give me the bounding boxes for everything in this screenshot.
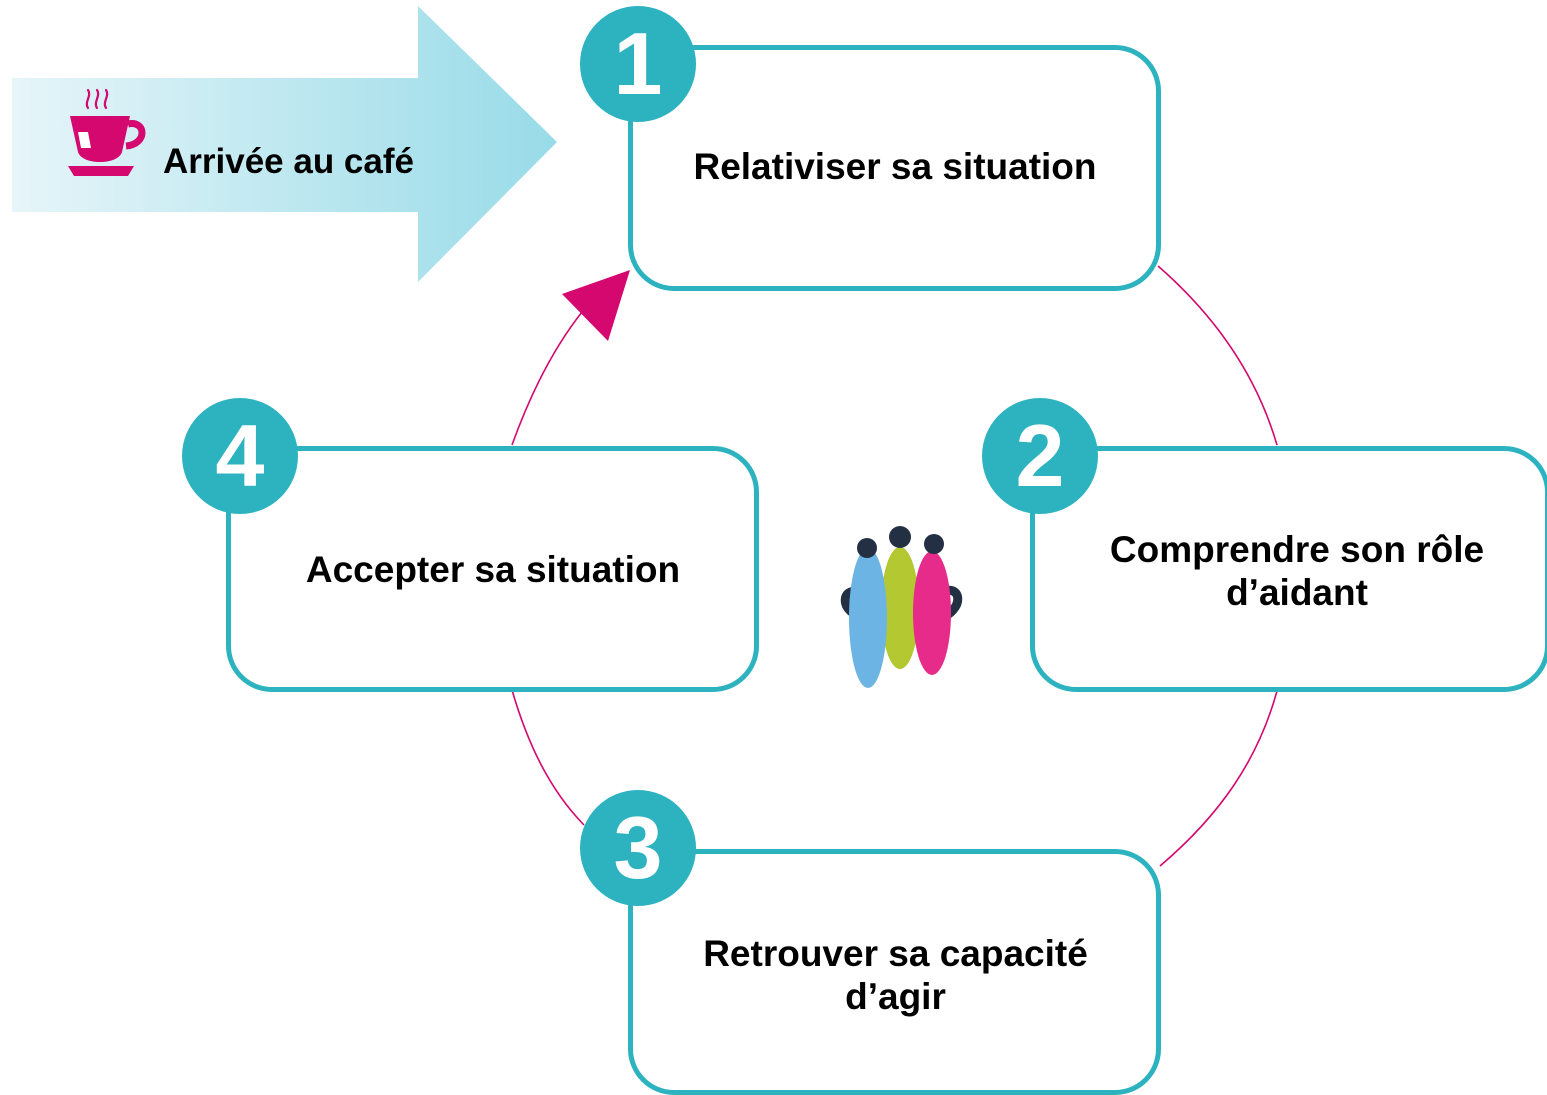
cycle-connector-2-3 [1159,690,1278,867]
step-2-box [1030,446,1547,692]
people-group-logo-icon [840,526,963,688]
step-2-number-badge: 2 [982,398,1098,514]
step-3-label: Retrouver sa capacité d’agir [703,933,1088,1017]
coffee-cup-icon [68,88,146,176]
arrival-arrow [12,6,557,282]
cycle-connector-3-4 [511,689,585,826]
step-4-label: Accepter sa situation [305,548,681,590]
step-1-number-badge: 1 [580,6,696,122]
step-4-number-badge: 4 [182,398,298,514]
step-3-number-badge: 3 [580,790,696,906]
cycle-arrowhead [562,270,630,341]
cycle-connector-4-1 [511,311,583,446]
arrival-label: Arrivée au café [163,142,414,181]
step-3-box [628,849,1161,1095]
step-2-label: Comprendre son rôle d’aidant [1109,529,1485,613]
cycle-connector-1-2 [1157,265,1278,446]
step-1-box [628,45,1161,291]
step-1-label: Relativiser sa situation [693,145,1097,187]
step-4-box [226,446,759,692]
